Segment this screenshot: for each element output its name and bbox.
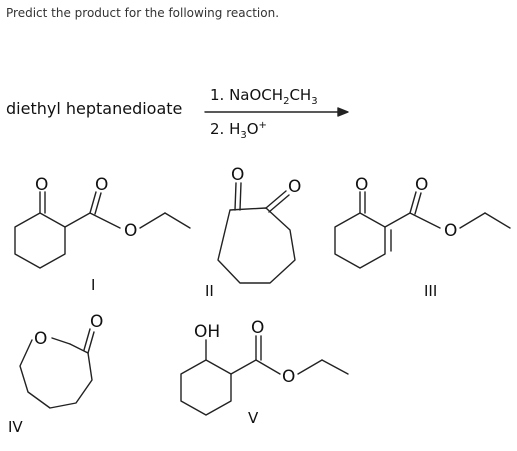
- condition-step-1: 1. NaOCH2CH3: [210, 86, 318, 107]
- choice-label-ii: II: [205, 282, 214, 300]
- atom-o: O: [231, 165, 244, 185]
- atom-o: O: [282, 367, 295, 387]
- reactant-name: diethyl heptanedioate: [6, 99, 183, 118]
- choice-label-iii: III: [424, 282, 437, 300]
- atom-o: O: [95, 175, 108, 195]
- structure-i[interactable]: [14, 191, 191, 269]
- structure-ii[interactable]: [217, 182, 296, 284]
- atom-o: O: [34, 329, 47, 349]
- atom-o: O: [355, 175, 368, 195]
- atom-o: O: [444, 221, 457, 241]
- question-text: Predict the product for the following re…: [6, 6, 280, 20]
- choice-label-iv: IV: [8, 418, 23, 436]
- structure-v[interactable]: [180, 335, 349, 416]
- atom-oh: OH: [194, 322, 220, 342]
- atom-o: O: [415, 175, 428, 195]
- atom-o: O: [35, 175, 48, 195]
- reaction-arrow: [204, 107, 349, 117]
- choice-label-i: I: [91, 276, 95, 294]
- atom-o: O: [90, 312, 103, 332]
- atom-o: O: [251, 318, 264, 338]
- atom-o: O: [288, 177, 301, 197]
- condition-step-2: 2. H3O+: [210, 120, 267, 141]
- choice-label-v: V: [248, 409, 259, 427]
- structure-iii[interactable]: [334, 191, 511, 269]
- atom-o: O: [124, 221, 137, 241]
- structure-iv[interactable]: [19, 328, 95, 409]
